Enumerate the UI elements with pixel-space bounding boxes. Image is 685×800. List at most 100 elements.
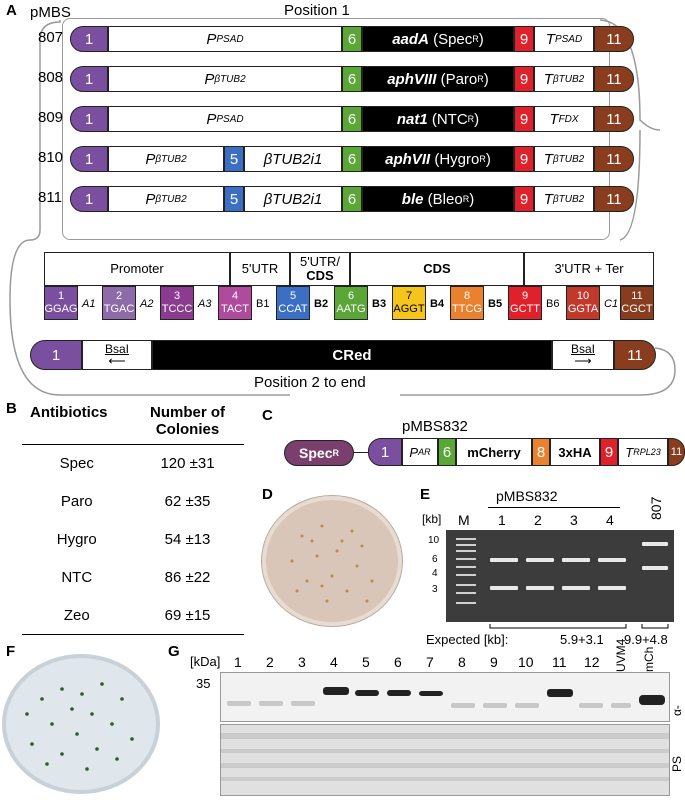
gel-title-line xyxy=(488,507,620,508)
petri-dish-f xyxy=(2,654,160,794)
wb-lane-label: 3 xyxy=(298,654,306,670)
antibiotic: NTC xyxy=(61,569,93,586)
lane-807-label: 807 xyxy=(648,496,664,520)
uvm4-label: UVM4 xyxy=(614,638,628,672)
blot-bands xyxy=(227,687,665,708)
overhang-11: 11 xyxy=(594,106,634,132)
ladder-3: 3 xyxy=(432,584,438,595)
wb-lane-label: 5 xyxy=(362,654,370,670)
category-5utr-cds: 5'UTR/CDS xyxy=(290,252,350,286)
gel-image xyxy=(446,530,674,622)
colony-dots xyxy=(25,682,134,771)
intron: βTUB2i1 xyxy=(244,146,342,172)
overhang-1: 1 xyxy=(70,186,108,212)
ladder-6: 6 xyxy=(432,554,438,565)
kda-label: [kDa] xyxy=(190,654,221,669)
panel-letter-a: A xyxy=(6,2,17,19)
panel-letter-c: C xyxy=(262,407,273,424)
construct-id: 809 xyxy=(38,109,64,126)
overhang-11: 11 xyxy=(594,186,634,212)
colony-count: 69 ±15 xyxy=(164,606,211,624)
category-3utr: 3'UTR + Ter xyxy=(524,252,654,286)
wb-lane-label: 1 xyxy=(234,654,242,670)
bsai-left: BsaI⟵ xyxy=(82,340,152,370)
antibiotic: Paro xyxy=(60,493,93,510)
ps-label: PS xyxy=(670,755,684,772)
category-5utr: 5'UTR xyxy=(230,252,290,286)
wb-lane-label: 7 xyxy=(426,654,434,670)
gel-lane-label: 1 xyxy=(498,512,506,528)
overhang-1: 1 xyxy=(30,340,82,370)
western-blot xyxy=(220,672,670,722)
ha-tag: 3xHA xyxy=(550,438,600,466)
header-antibiotics: Antibiotics xyxy=(22,404,132,445)
wb-lane-label: 4 xyxy=(330,654,338,670)
wb-lane-label: 12 xyxy=(584,654,600,670)
antibody-label: α-mCh xyxy=(670,691,685,716)
link-label: B3 xyxy=(372,298,387,310)
wb-lane-label: 11 xyxy=(552,654,567,670)
cred-construct: 1 BsaI⟵ CRed BsaI⟶ 11 xyxy=(30,340,656,370)
overhang-11: 11 xyxy=(594,26,634,52)
construct-id: 811 xyxy=(38,189,62,206)
panel-letter-b: B xyxy=(6,400,17,417)
backbone-line xyxy=(354,452,368,453)
overhang-6: 6 xyxy=(342,186,362,212)
overhang-1: 1 xyxy=(70,66,108,92)
overhang-11: 11 xyxy=(668,438,685,466)
overhang-6: 6 xyxy=(438,438,456,466)
overhang-6: 6 xyxy=(342,26,362,52)
gel-lane-label: 2 xyxy=(534,512,542,528)
petri-dish-d xyxy=(262,496,402,626)
panel-letter-f: F xyxy=(6,643,16,660)
antibiotic: Hygro xyxy=(56,531,97,548)
cred-cassette: CRed xyxy=(152,340,552,370)
link-label: A2 xyxy=(140,298,154,310)
expected-label: Expected [kb]: xyxy=(426,632,509,647)
expected-807: 9.9+4.8 xyxy=(624,632,668,647)
link-label: C1 xyxy=(604,298,619,310)
category-promoter: Promoter xyxy=(44,252,230,286)
panel-letter-e: E xyxy=(420,486,431,503)
ponceau-stain xyxy=(220,724,670,796)
link-label: B4 xyxy=(430,298,445,310)
overhang-8: 8 xyxy=(532,438,550,466)
wb-lane-label: 2 xyxy=(266,654,274,670)
marker-lane-label: M xyxy=(458,512,470,528)
gel-bands xyxy=(456,538,668,604)
wb-lane-label: 8 xyxy=(458,654,466,670)
plasmid-title: pMBS832 xyxy=(402,418,468,435)
construct-id: 810 xyxy=(38,149,64,166)
link-label: A3 xyxy=(198,298,212,310)
overhang-9: 9 xyxy=(514,66,534,92)
expected-pmbs832: 5.9+3.1 xyxy=(560,632,604,647)
link-label: B1 xyxy=(256,298,270,310)
ps-bands xyxy=(221,733,669,781)
overhang-5: 5 xyxy=(224,186,244,212)
gel-lane-label: 4 xyxy=(606,512,614,528)
overhang-1: 1 xyxy=(70,146,108,172)
